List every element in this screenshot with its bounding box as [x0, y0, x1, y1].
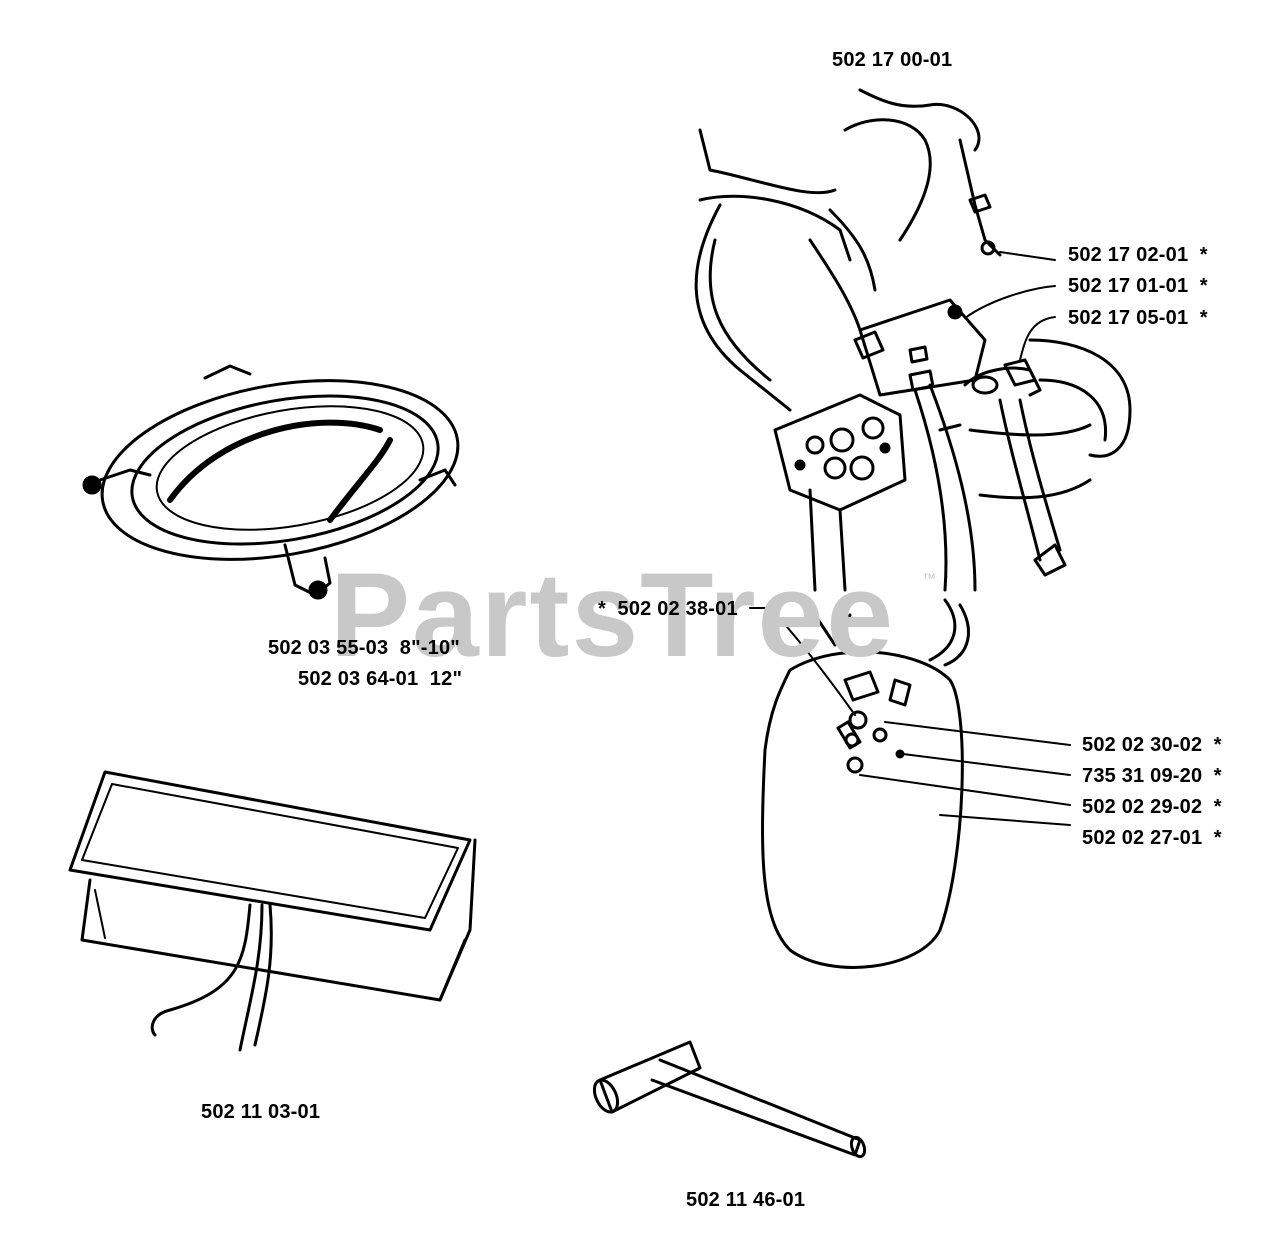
label-hip-pad-nut: 502 02 29-02 *: [1082, 796, 1222, 818]
label-hip-pad-clip: 502 02 30-02 *: [1082, 734, 1222, 756]
label-hip-pad-screw: 735 31 09-20 *: [1082, 765, 1222, 787]
harness-drawing: [694, 88, 1132, 969]
blade-guard-drawing: [82, 364, 460, 600]
label-strap-buckle: 502 17 02-01 *: [1068, 244, 1208, 266]
leader-lines: [749, 251, 1071, 826]
wrench-drawing: [592, 1040, 867, 1159]
label-combination-wrench: 502 11 46-01: [686, 1189, 806, 1211]
label-blade-guard-b: 502 03 64-01 12": [298, 668, 463, 690]
label-snap-hook: * 502 02 38-01: [598, 598, 738, 620]
tool-bag-drawing: [68, 770, 477, 1052]
label-tool-bag: 502 11 03-01: [201, 1101, 321, 1123]
label-harness-plate: 502 17 01-01 *: [1068, 275, 1208, 297]
label-blade-guard-a: 502 03 55-03 8"-10": [268, 637, 460, 659]
watermark: PartsTree: [330, 548, 896, 682]
label-harness: 502 17 00-01: [832, 49, 953, 71]
label-hip-belt: 502 17 05-01 *: [1068, 307, 1208, 329]
trademark-symbol: ™: [922, 570, 936, 586]
label-hip-pad: 502 02 27-01 *: [1082, 827, 1222, 849]
